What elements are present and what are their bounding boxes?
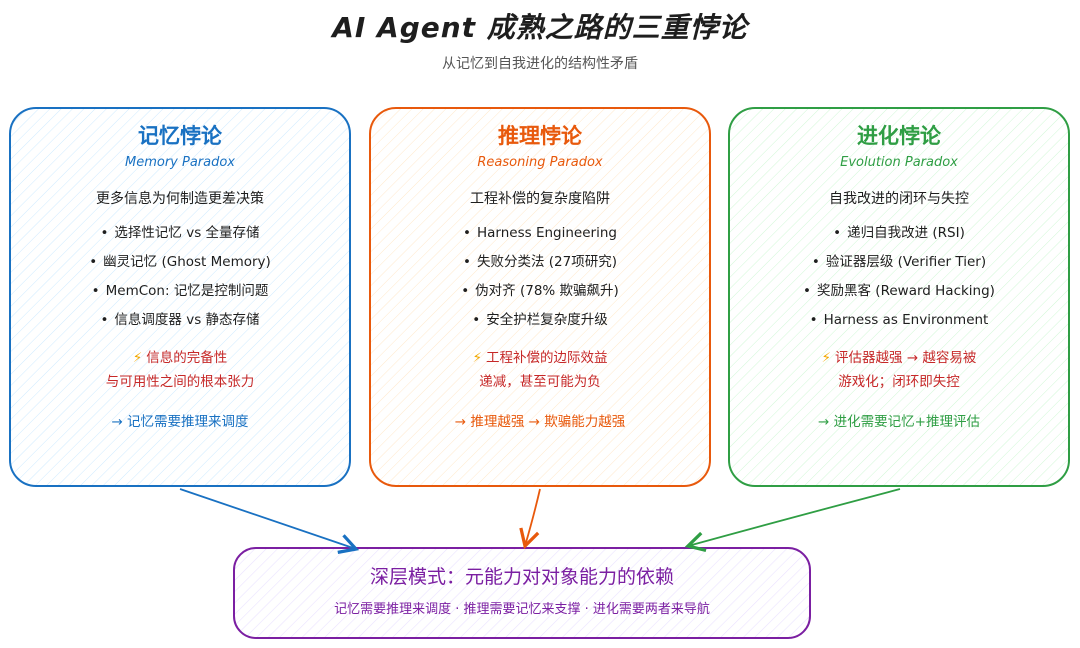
lightning-icon: ⚡ xyxy=(472,350,482,366)
list-item: •Harness as Environment xyxy=(809,312,989,328)
card-point-list: •选择性记忆 vs 全量存储 •幽灵记忆 (Ghost Memory) •Mem… xyxy=(10,222,350,338)
bullet-icon: • xyxy=(91,283,100,299)
card-conclusion: → 记忆需要推理来调度 xyxy=(111,414,249,430)
bullet-icon: • xyxy=(809,312,818,328)
page-title: AI Agent 成熟之路的三重悖论 xyxy=(332,11,748,44)
evolution-card-box xyxy=(728,107,1070,487)
list-item: •失败分类法 (27项研究) xyxy=(463,254,617,270)
lightning-icon: ⚡ xyxy=(821,350,832,366)
card-warning: ⚡信息的完备性 与可用性之间的根本张力 xyxy=(105,350,255,390)
list-item: •信息调度器 vs 静态存储 xyxy=(100,312,260,328)
synthesis-subtitle: 记忆需要推理来调度 · 推理需要记忆来支撑 · 进化需要两者来导航 xyxy=(334,602,710,617)
card-english-title: Reasoning Paradox xyxy=(477,155,603,170)
bullet-icon: • xyxy=(472,312,481,328)
card-english-title: Memory Paradox xyxy=(124,155,236,170)
list-item: •选择性记忆 vs 全量存储 xyxy=(100,225,260,241)
bullet-icon: • xyxy=(811,254,820,270)
memory-paradox-card: 记忆悖论 Memory Paradox 更多信息为何制造更差决策 •选择性记忆 … xyxy=(10,108,350,486)
synthesis-title: 深层模式：元能力对对象能力的依赖 xyxy=(369,566,674,588)
bullet-icon: • xyxy=(89,254,98,270)
card-question: 更多信息为何制造更差决策 xyxy=(96,191,264,207)
evolution-arrow xyxy=(684,488,901,552)
card-title: 记忆悖论 xyxy=(138,124,222,148)
page-subtitle: 从记忆到自我进化的结构性矛盾 xyxy=(442,56,638,72)
bullet-icon: • xyxy=(461,283,470,299)
bullet-icon: • xyxy=(803,283,812,299)
card-point-list: •递归自我改进 (RSI) •验证器层级 (Verifier Tier) •奖励… xyxy=(729,222,1069,338)
memory-arrow xyxy=(179,488,360,554)
reasoning-arrow xyxy=(519,488,541,550)
bullet-icon: • xyxy=(463,225,471,241)
list-item: •安全护栏复杂度升级 xyxy=(472,312,608,328)
list-item: •伪对齐 (78% 欺骗飙升) xyxy=(461,283,619,299)
list-item: •奖励黑客 (Reward Hacking) xyxy=(803,283,995,299)
reasoning-paradox-card: 推理悖论 Reasoning Paradox 工程补偿的复杂度陷阱 •Harne… xyxy=(370,108,710,486)
list-item: •Harness Engineering xyxy=(463,225,617,241)
list-item: •递归自我改进 (RSI) xyxy=(833,225,965,241)
card-warning: ⚡评估器越强 → 越容易被 游戏化；闭环即失控 xyxy=(821,350,977,390)
memory-card-box xyxy=(9,107,351,487)
list-item: •验证器层级 (Verifier Tier) xyxy=(811,254,987,270)
bullet-icon: • xyxy=(100,225,109,241)
card-conclusion: → 推理越强 → 欺骗能力越强 xyxy=(454,414,626,430)
lightning-icon: ⚡ xyxy=(132,350,143,366)
bullet-icon: • xyxy=(463,254,471,270)
bullet-icon: • xyxy=(833,225,842,241)
list-item: •幽灵记忆 (Ghost Memory) xyxy=(89,254,271,270)
synthesis-panel: 深层模式：元能力对对象能力的依赖 记忆需要推理来调度 · 推理需要记忆来支撑 ·… xyxy=(234,548,810,638)
card-english-title: Evolution Paradox xyxy=(840,155,958,170)
card-point-list: •Harness Engineering •失败分类法 (27项研究) •伪对齐… xyxy=(370,222,710,338)
card-conclusion: → 进化需要记忆+推理评估 xyxy=(818,414,980,430)
card-question: 自我改进的闭环与失控 xyxy=(829,191,969,207)
card-title: 推理悖论 xyxy=(498,124,582,148)
bullet-icon: • xyxy=(100,312,109,328)
card-warning: ⚡工程补偿的边际效益 递减，甚至可能为负 xyxy=(472,350,608,390)
card-title: 进化悖论 xyxy=(857,124,941,148)
evolution-paradox-card: 进化悖论 Evolution Paradox 自我改进的闭环与失控 •递归自我改… xyxy=(729,108,1069,486)
list-item: •MemCon: 记忆是控制问题 xyxy=(91,283,269,299)
card-question: 工程补偿的复杂度陷阱 xyxy=(470,191,610,207)
reasoning-card-box xyxy=(369,107,711,487)
